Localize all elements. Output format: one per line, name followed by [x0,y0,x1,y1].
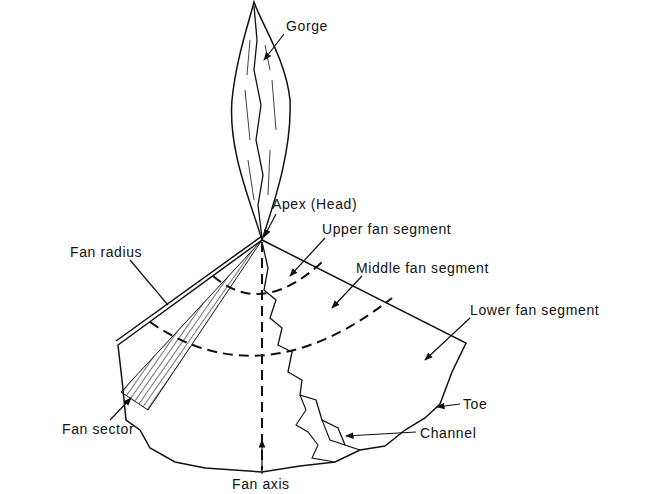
leader-line [425,318,470,360]
gorge-stream [254,6,263,238]
part-label: Fan sector [62,421,134,437]
leader-line [437,404,460,407]
fan-axis-line [261,242,263,470]
leader-line [346,432,416,436]
part-label: Fan radius [70,244,142,260]
leader-line [261,440,262,474]
channel-braid [296,395,345,462]
middle-segment-boundary [150,298,392,356]
part-label: Toe [463,396,487,412]
leader-line [130,260,168,305]
leader-line [264,214,276,237]
leader-line [110,398,131,420]
part-label: Gorge [286,18,328,34]
channel-line [262,242,360,450]
fan-sector-wedge [121,240,262,410]
gorge-streaks [245,40,276,200]
part-label: Lower fan segment [470,302,599,318]
leader-line [332,276,362,308]
leader-line [264,34,284,60]
part-label: Upper fan segment [322,221,451,237]
part-label: Channel [420,425,476,441]
part-label: Apex (Head) [272,196,357,212]
part-label: Fan axis [232,476,290,492]
leader-line [290,238,325,276]
part-label: Middle fan segment [356,260,489,276]
